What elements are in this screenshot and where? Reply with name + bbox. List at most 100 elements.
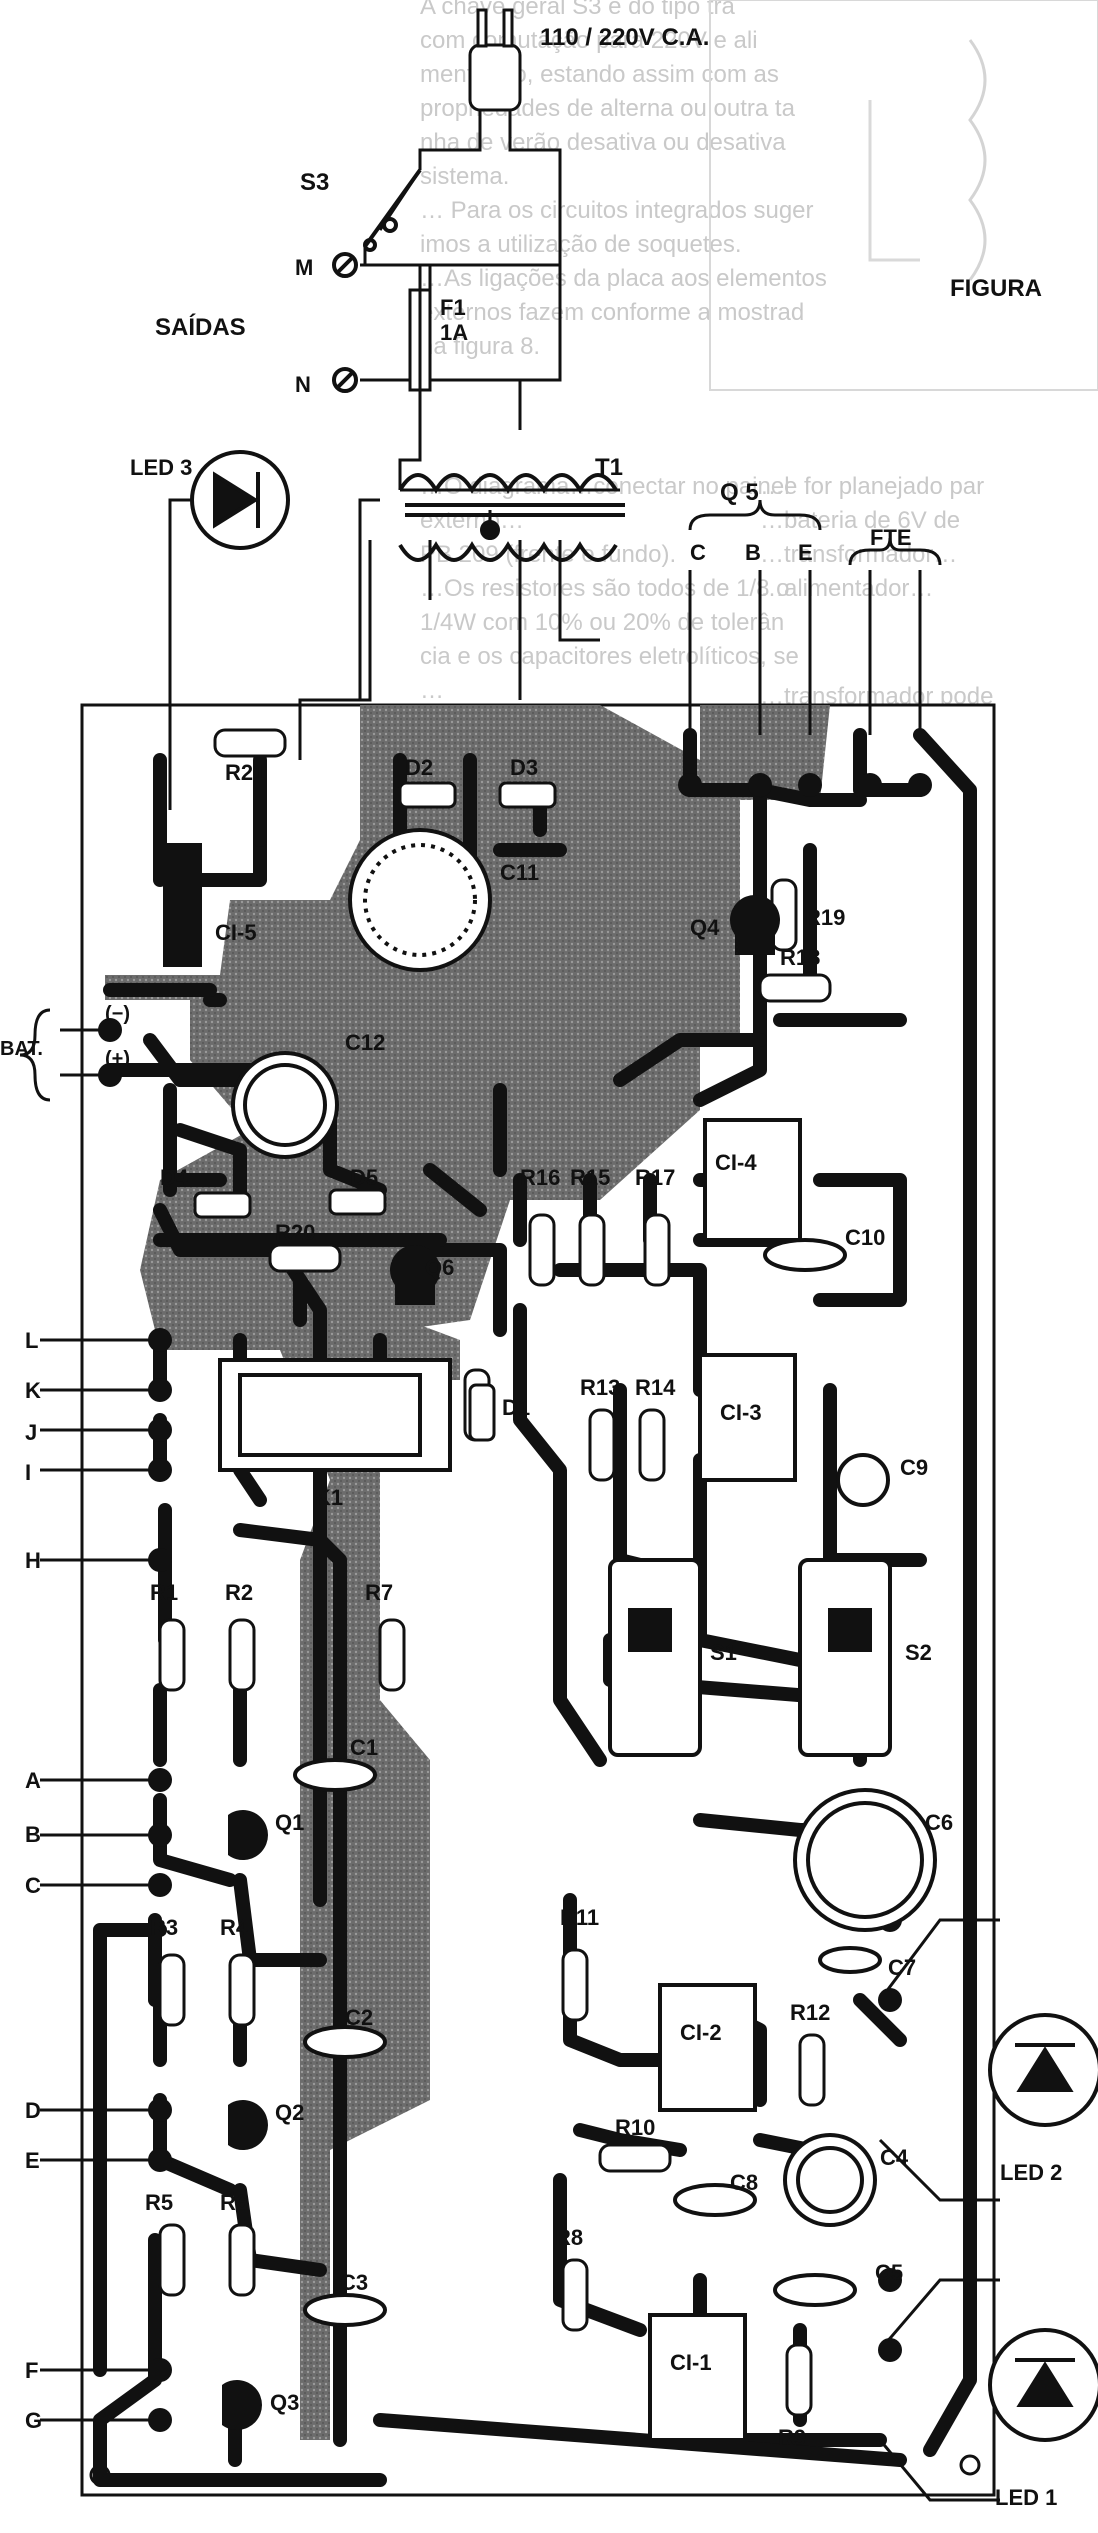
faint-figure-coil xyxy=(968,39,987,281)
c7-label: C7 xyxy=(888,1955,916,1980)
r4-label: R4 xyxy=(220,1915,249,1940)
ceramic-capacitors xyxy=(293,1238,882,2327)
d3-label: D3 xyxy=(510,755,538,780)
conn-a-label: A xyxy=(25,1768,41,1793)
ci2-label: CI-2 xyxy=(680,2020,722,2045)
bat-minus-label: (−) xyxy=(105,1003,130,1025)
c9-label: C9 xyxy=(900,1455,928,1480)
q5-brace xyxy=(19,499,942,1102)
led3-icon xyxy=(190,450,290,550)
pads xyxy=(98,773,932,2432)
ci3-label: CI-3 xyxy=(720,1400,762,1425)
d2-label: D2 xyxy=(405,755,433,780)
r21-label: R21 xyxy=(225,760,265,785)
q3-label: Q3 xyxy=(270,2390,299,2415)
bleed-text-right-top: …e for planejado par …bateria de 6V de …… xyxy=(760,473,985,602)
r8-label: R8 xyxy=(555,2225,583,2250)
c12-label: C12 xyxy=(345,1030,385,1055)
r3-label: R3 xyxy=(150,1915,178,1940)
t1-label: T1 xyxy=(595,454,623,481)
q2-label: Q2 xyxy=(275,2100,304,2125)
q5-b-label: B xyxy=(745,540,761,565)
c1-label: C1 xyxy=(350,1735,378,1760)
diodes xyxy=(193,781,557,1442)
bleed-text-left-top: A chave geral S3 e do tipo tra com comut… xyxy=(420,0,827,360)
d5-label: D5 xyxy=(350,1165,378,1190)
q6-label: Q6 xyxy=(425,1255,454,1280)
saidas-label: SAÍDAS xyxy=(155,313,246,341)
r16-label: R16 xyxy=(520,1165,560,1190)
relay-k1-icon xyxy=(218,1358,452,1472)
conn-d-label: D xyxy=(25,2098,41,2123)
q5-e-label: E xyxy=(798,540,813,565)
d1-label: D1 xyxy=(502,1395,530,1420)
fte-label: FTE xyxy=(870,525,912,550)
switch-s3-icon xyxy=(363,168,422,252)
k1-label: K1 xyxy=(315,1485,343,1510)
r19-label: R19 xyxy=(805,905,845,930)
r9-label: R9 xyxy=(778,2425,806,2450)
r20-label: R20 xyxy=(275,1220,315,1245)
d4-label: D4 xyxy=(160,1165,189,1190)
r2-label: R2 xyxy=(225,1580,253,1605)
c2-label: C2 xyxy=(345,2005,373,2030)
ic-packages xyxy=(163,843,802,2442)
led1-label: LED 1 xyxy=(995,2485,1057,2510)
led3-label: LED 3 xyxy=(130,455,192,480)
ci4-label: CI-4 xyxy=(715,1150,757,1175)
s1-label: S1 xyxy=(710,1640,737,1665)
conn-b-label: B xyxy=(25,1822,41,1847)
f1-label: F1 xyxy=(440,295,466,320)
electrolytic-capacitors xyxy=(231,828,937,2227)
r13-label: R13 xyxy=(580,1375,620,1400)
s3-label: S3 xyxy=(300,169,329,196)
led-indicators xyxy=(988,2013,1098,2442)
slide-switches xyxy=(608,1558,892,1757)
supply-label: 110 / 220V C.A. xyxy=(540,24,709,51)
r15-label: R15 xyxy=(570,1165,610,1190)
fuse-f1-icon xyxy=(408,288,432,392)
ci1-label: CI-1 xyxy=(670,2350,712,2375)
r1-label: R1 xyxy=(150,1580,178,1605)
r11-label: R11 xyxy=(560,1905,599,1930)
c11-label: C11 xyxy=(500,860,539,885)
s2-label: S2 xyxy=(905,1640,932,1665)
conn-k-label: K xyxy=(25,1378,41,1403)
q1-label: Q1 xyxy=(275,1810,304,1835)
q4-label: Q4 xyxy=(690,915,720,940)
c6-label: C6 xyxy=(925,1810,953,1835)
c5-label: C5 xyxy=(875,2260,903,2285)
faint-figure-frame xyxy=(709,0,1098,391)
r7-label: R7 xyxy=(365,1580,393,1605)
bat-label: BAT. xyxy=(0,1038,43,1060)
bat-plus-label: (+) xyxy=(105,1048,130,1070)
c8-label: C8 xyxy=(730,2170,758,2195)
n-label: N xyxy=(295,372,311,397)
c4-label: C4 xyxy=(880,2145,909,2170)
q5-c-label: C xyxy=(690,540,706,565)
output-terminals xyxy=(332,252,358,393)
r18-label: R18 xyxy=(780,945,820,970)
q5-label: Q 5 xyxy=(720,479,759,506)
conn-l-label: L xyxy=(25,1328,38,1353)
conn-j-label: J xyxy=(25,1420,37,1445)
conn-f-label: F xyxy=(25,2358,38,2383)
r12-label: R12 xyxy=(790,2000,830,2025)
r14-label: R14 xyxy=(635,1375,676,1400)
r17-label: R17 xyxy=(635,1165,675,1190)
c3-label: C3 xyxy=(340,2270,368,2295)
r6-label: R6 xyxy=(220,2190,248,2215)
ci5-label: CI-5 xyxy=(215,920,257,945)
c10-label: C10 xyxy=(845,1225,885,1250)
transformer-t1-icon xyxy=(398,473,625,562)
conn-h-label: H xyxy=(25,1548,41,1573)
m-label: M xyxy=(295,255,313,280)
figure-label: FIGURA xyxy=(950,275,1042,302)
power-plug-icon xyxy=(468,8,522,112)
conn-i-label: I xyxy=(25,1460,31,1485)
f1-rating-label: 1A xyxy=(440,320,468,345)
conn-c-label: C xyxy=(25,1873,41,1898)
conn-e-label: E xyxy=(25,2148,40,2173)
transistors xyxy=(222,894,780,2430)
